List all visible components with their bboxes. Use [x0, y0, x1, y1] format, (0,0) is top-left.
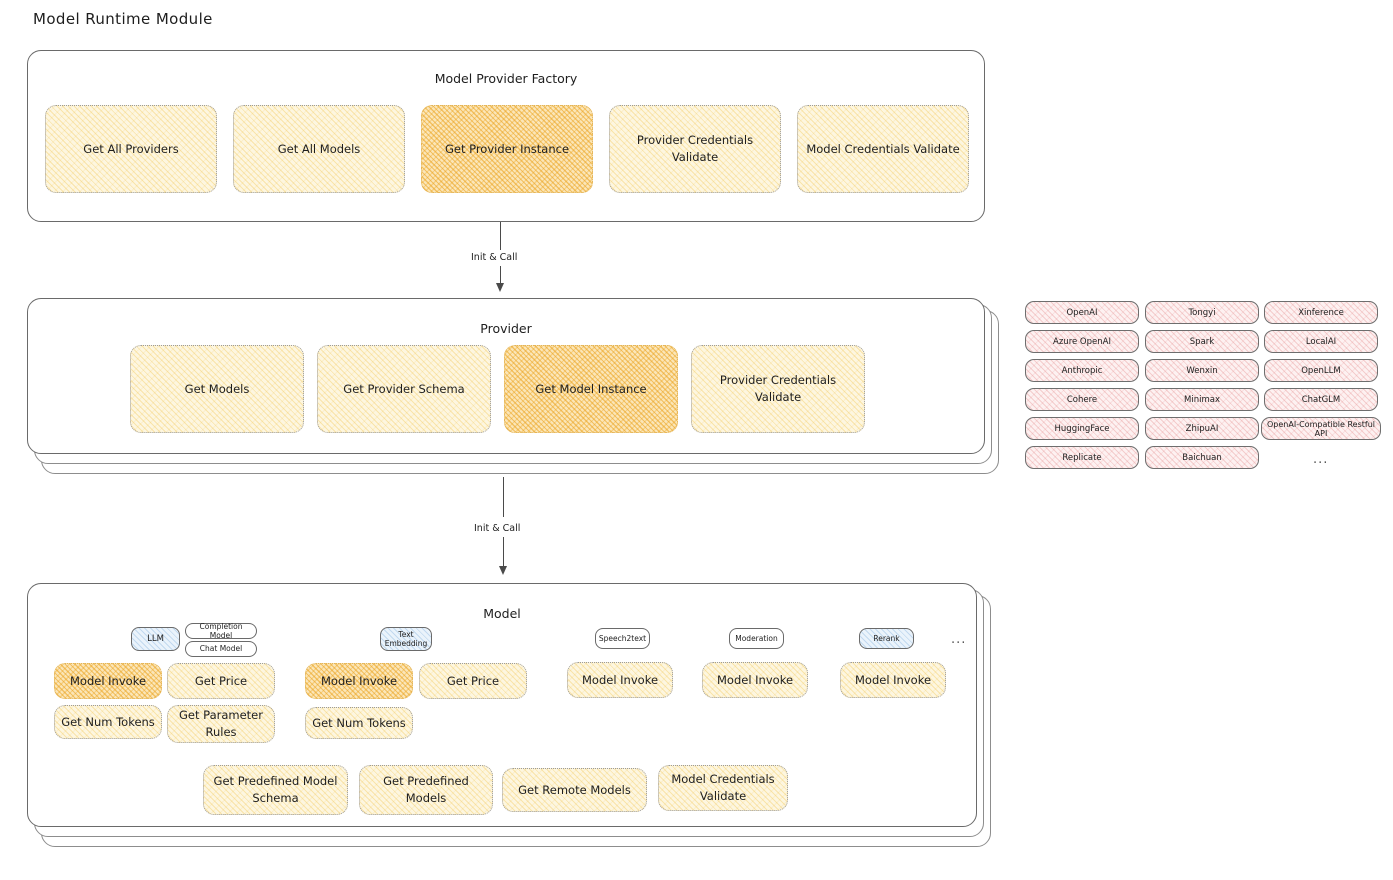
badge-chat-model[interactable]: Chat Model: [185, 641, 257, 657]
node-model-credentials-validate[interactable]: Model Credentials Validate: [797, 105, 969, 193]
provider-chip-zhipuai[interactable]: ZhipuAI: [1145, 417, 1259, 440]
connector-factory-provider-line-bottom: [500, 266, 502, 286]
node-llm-get-price[interactable]: Get Price: [167, 663, 275, 699]
model-provider-factory-title: Model Provider Factory: [434, 71, 578, 86]
node-provider-credentials-validate-2[interactable]: Provider Credentials Validate: [691, 345, 865, 433]
badge-speech2text[interactable]: Speech2text: [595, 628, 650, 649]
node-get-provider-schema[interactable]: Get Provider Schema: [317, 345, 491, 433]
badge-completion-model[interactable]: Completion Model: [185, 622, 257, 640]
provider-chip-localai[interactable]: LocalAI: [1264, 330, 1378, 353]
node-llm-get-parameter-rules[interactable]: Get Parameter Rules: [167, 705, 275, 743]
node-get-model-instance[interactable]: Get Model Instance: [504, 345, 678, 433]
node-get-all-providers[interactable]: Get All Providers: [45, 105, 217, 193]
node-get-predefined-models[interactable]: Get Predefined Models: [359, 765, 493, 815]
provider-chip-wenxin[interactable]: Wenxin: [1145, 359, 1259, 382]
node-get-models[interactable]: Get Models: [130, 345, 304, 433]
node-model-credentials-validate-2[interactable]: Model Credentials Validate: [658, 765, 788, 811]
connector-provider-model-label: Init & Call: [474, 523, 521, 534]
provider-chip-huggingface[interactable]: HuggingFace: [1025, 417, 1139, 440]
provider-chip-minimax[interactable]: Minimax: [1145, 388, 1259, 411]
provider-chip-anthropic[interactable]: Anthropic: [1025, 359, 1139, 382]
provider-chip-openllm[interactable]: OpenLLM: [1264, 359, 1378, 382]
node-get-all-models[interactable]: Get All Models: [233, 105, 405, 193]
node-provider-credentials-validate[interactable]: Provider Credentials Validate: [609, 105, 781, 193]
provider-chip-replicate[interactable]: Replicate: [1025, 446, 1139, 469]
node-llm-get-num-tokens[interactable]: Get Num Tokens: [54, 705, 162, 739]
node-rerank-model-invoke[interactable]: Model Invoke: [840, 662, 946, 698]
provider-chip-openai[interactable]: OpenAI: [1025, 301, 1139, 324]
connector-provider-model-arrowhead: [499, 566, 507, 575]
connector-factory-provider-label: Init & Call: [471, 252, 518, 263]
node-llm-model-invoke[interactable]: Model Invoke: [54, 663, 162, 699]
provider-chip-azure-openai[interactable]: Azure OpenAI: [1025, 330, 1139, 353]
provider-chip-openai-compatible-restful-api[interactable]: OpenAI-Compatible Restful API: [1261, 417, 1381, 440]
node-get-remote-models[interactable]: Get Remote Models: [502, 768, 647, 812]
provider-chip-tongyi[interactable]: Tongyi: [1145, 301, 1259, 324]
node-moderation-model-invoke[interactable]: Model Invoke: [702, 662, 808, 698]
node-get-provider-instance[interactable]: Get Provider Instance: [421, 105, 593, 193]
badge-text-embedding[interactable]: Text Embedding: [380, 627, 432, 651]
node-embedding-model-invoke[interactable]: Model Invoke: [305, 663, 413, 699]
provider-chip-cohere[interactable]: Cohere: [1025, 388, 1139, 411]
provider-chip-baichuan[interactable]: Baichuan: [1145, 446, 1259, 469]
node-embedding-get-num-tokens[interactable]: Get Num Tokens: [305, 707, 413, 739]
provider-chip-chatglm[interactable]: ChatGLM: [1264, 388, 1378, 411]
connector-provider-model-line-top: [503, 477, 505, 517]
badge-llm[interactable]: LLM: [131, 627, 180, 651]
provider-list-more: ...: [1313, 452, 1329, 467]
node-get-predefined-model-schema[interactable]: Get Predefined Model Schema: [203, 765, 348, 815]
connector-factory-provider-arrowhead: [496, 283, 504, 292]
provider-chip-spark[interactable]: Spark: [1145, 330, 1259, 353]
provider-title: Provider: [480, 321, 532, 336]
badge-moderation[interactable]: Moderation: [729, 628, 784, 649]
page-title: Model Runtime Module: [33, 10, 213, 28]
model-title: Model: [483, 606, 521, 621]
node-embedding-get-price[interactable]: Get Price: [419, 663, 527, 699]
provider-chip-xinference[interactable]: Xinference: [1264, 301, 1378, 324]
node-speech2text-model-invoke[interactable]: Model Invoke: [567, 662, 673, 698]
connector-factory-provider-line-top: [500, 222, 502, 250]
model-types-more: ...: [951, 632, 967, 647]
badge-rerank[interactable]: Rerank: [859, 628, 914, 649]
connector-provider-model-line-bottom: [503, 537, 505, 569]
